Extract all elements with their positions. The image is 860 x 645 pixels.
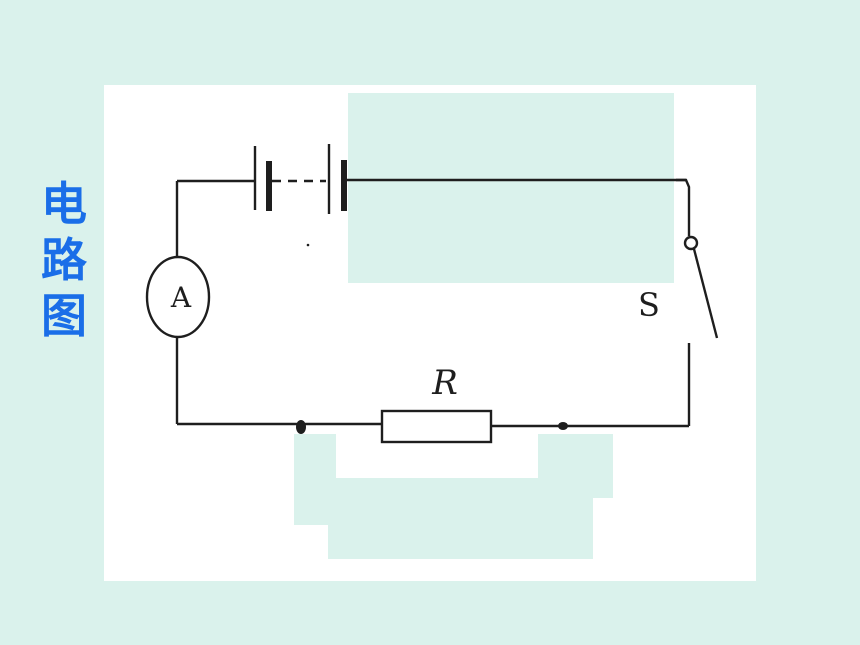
cutout-patch-d	[328, 498, 593, 559]
junction-dot-right	[558, 422, 568, 430]
switch-label: S	[638, 286, 660, 324]
resistor-label: R	[431, 363, 458, 403]
slide-title-char-1: 电	[41, 177, 87, 231]
panel-top-gap	[348, 85, 674, 93]
circuit-wires	[175, 178, 691, 428]
wire-right-upper	[676, 178, 691, 236]
battery-symbol	[253, 144, 347, 214]
ammeter-label: A	[170, 281, 192, 314]
junction-dots	[296, 243, 568, 434]
ammeter-circle	[145, 255, 211, 339]
slide-title: 电 路 图	[36, 176, 92, 344]
slide-title-char-2: 路	[41, 233, 87, 287]
resistor: R	[380, 363, 493, 444]
switch-pivot	[683, 235, 699, 251]
slide-title-char-3: 图	[41, 289, 87, 343]
scan-speck	[306, 243, 310, 247]
cutout-patch-c	[538, 434, 613, 498]
resistor-body	[380, 409, 493, 444]
junction-dot-left	[296, 420, 306, 434]
ammeter: A	[145, 255, 211, 339]
switch-blade	[692, 248, 719, 339]
diagram-panel	[104, 85, 756, 581]
switch: S	[638, 235, 719, 339]
